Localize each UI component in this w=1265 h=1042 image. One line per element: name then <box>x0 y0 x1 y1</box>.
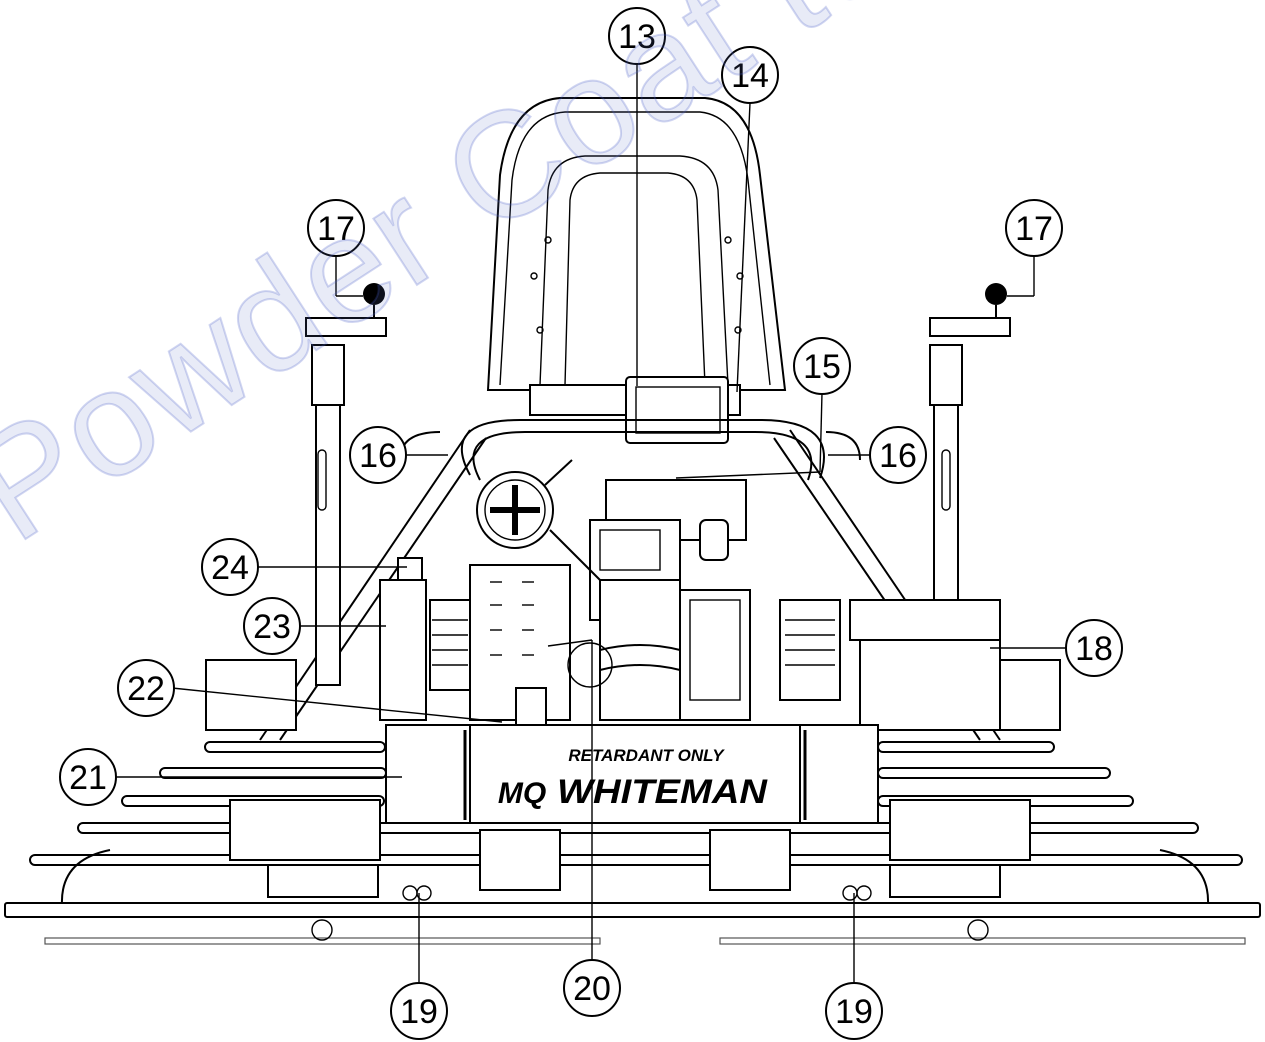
callout-19r: 19 <box>825 982 883 1040</box>
left-steering-post <box>305 283 387 686</box>
brand-line1: RETARDANT ONLY <box>568 746 725 765</box>
right-side-panel <box>779 599 1061 731</box>
callout-circle <box>608 7 666 65</box>
callout-circle <box>793 337 851 395</box>
callout-16l: 16 <box>349 426 407 484</box>
callout-label: 14 <box>731 57 769 95</box>
callout-label: 19 <box>400 993 438 1031</box>
brand-mq: MQ <box>498 777 546 810</box>
callout-label: 23 <box>253 608 291 646</box>
callout-label: 15 <box>803 348 841 386</box>
callout-circle <box>59 748 117 806</box>
leader-lines <box>116 65 1066 982</box>
callout-label: 13 <box>618 18 656 56</box>
gearboxes <box>229 799 1031 941</box>
brand-logo: RETARDANT ONLY MQ WHITEMAN <box>498 746 769 811</box>
left-tank <box>205 557 471 731</box>
callout-13: 13 <box>608 7 666 65</box>
callout-circle <box>201 538 259 596</box>
callout-label: 17 <box>317 210 355 248</box>
callout-circle <box>869 426 927 484</box>
engine <box>589 479 751 721</box>
callout-circle <box>1065 619 1123 677</box>
callout-circle <box>117 659 175 717</box>
air-cleaner <box>476 459 601 581</box>
callout-label: 24 <box>211 549 249 587</box>
callout-circle <box>349 426 407 484</box>
callout-label: 20 <box>573 970 611 1008</box>
callout-18: 18 <box>1065 619 1123 677</box>
callout-label: 22 <box>127 670 165 708</box>
callout-label: 19 <box>835 993 873 1031</box>
center-cover <box>469 564 613 729</box>
callout-19l: 19 <box>390 982 448 1040</box>
callout-label: 18 <box>1075 630 1113 668</box>
callout-circle <box>563 959 621 1017</box>
callout-circle <box>390 982 448 1040</box>
callout-22: 22 <box>117 659 175 717</box>
callout-17l: 17 <box>307 199 365 257</box>
callout-label: 21 <box>69 759 107 797</box>
callout-17r: 17 <box>1005 199 1063 257</box>
display-screen <box>625 376 729 444</box>
callout-23: 23 <box>243 597 301 655</box>
callout-20: 20 <box>563 959 621 1017</box>
callout-circle <box>825 982 883 1040</box>
callout-circle <box>307 199 365 257</box>
callout-circle <box>243 597 301 655</box>
callout-label: 17 <box>1015 210 1053 248</box>
callout-circle <box>1005 199 1063 257</box>
callout-21: 21 <box>59 748 117 806</box>
callout-label: 16 <box>879 437 917 475</box>
callout-24: 24 <box>201 538 259 596</box>
callout-label: 16 <box>359 437 397 475</box>
brand-name: WHITEMAN <box>557 773 769 811</box>
callout-15: 15 <box>793 337 851 395</box>
callout-16r: 16 <box>869 426 927 484</box>
callout-14: 14 <box>721 46 779 104</box>
callout-circle <box>721 46 779 104</box>
